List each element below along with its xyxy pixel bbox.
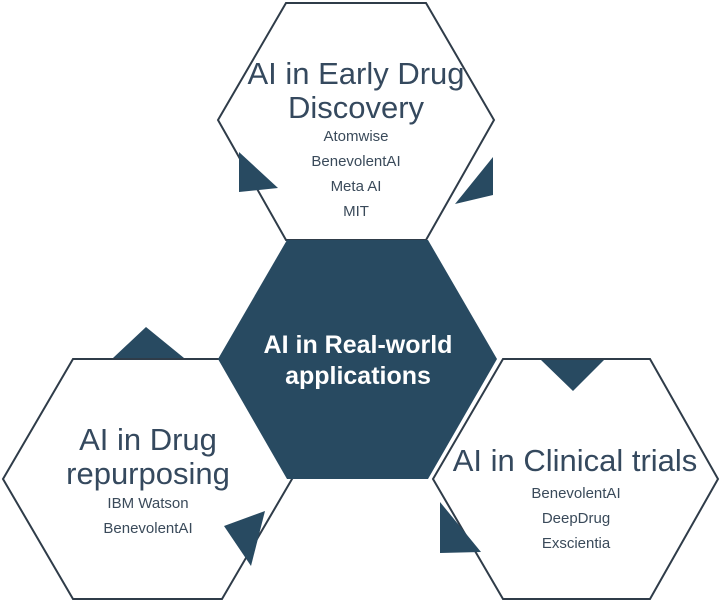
hexagon-clinical-trials bbox=[431, 358, 720, 600]
left-item-list: IBM Watson BenevolentAI bbox=[78, 491, 218, 541]
list-item: BenevolentAI bbox=[311, 153, 401, 170]
list-item: Atomwise bbox=[323, 128, 389, 145]
triangle-accent bbox=[541, 360, 604, 391]
list-item: DeepDrug bbox=[541, 510, 611, 527]
top-item-list: Atomwise BenevolentAI Meta AI MIT bbox=[286, 124, 426, 224]
hexagon-real-world-applications bbox=[218, 240, 497, 479]
list-item: BenevolentAI bbox=[531, 485, 621, 502]
list-item: MIT bbox=[343, 203, 369, 220]
right-item-list: BenevolentAI DeepDrug Exscientia bbox=[506, 481, 646, 556]
top-title: AI in Early Drug Discovery bbox=[247, 56, 465, 125]
triangle-accent bbox=[455, 157, 493, 204]
triangle-accent bbox=[113, 327, 184, 358]
triangle-accent bbox=[440, 502, 481, 553]
list-item: BenevolentAI bbox=[103, 520, 193, 537]
right-title: AI in Clinical trials bbox=[452, 443, 698, 478]
hexagon-early-drug-discovery bbox=[216, 2, 496, 241]
list-item: Exscientia bbox=[541, 535, 611, 552]
triangle-accent bbox=[224, 511, 265, 566]
left-title: AI in Drug repurposing bbox=[66, 422, 230, 491]
list-item: Meta AI bbox=[330, 178, 382, 195]
center-title: AI in Real-world applications bbox=[263, 331, 453, 390]
list-item: IBM Watson bbox=[107, 495, 189, 512]
triangle-accent bbox=[239, 152, 278, 192]
